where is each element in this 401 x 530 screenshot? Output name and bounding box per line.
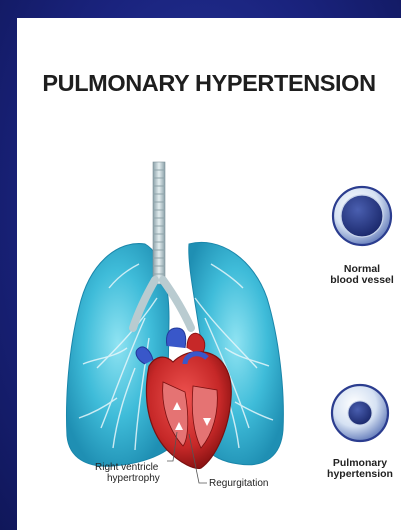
infographic-card: PULMONARY HYPERTENSION <box>17 18 401 530</box>
rv-annotation-line1: Right ventricle <box>95 462 160 473</box>
hypertension-vessel-label: Pulmonary hypertension <box>315 458 401 480</box>
normal-vessel-label-line2: blood vessel <box>317 275 401 286</box>
rv-annotation-line2: hypertrophy <box>95 473 160 484</box>
regurgitation-annotation: Regurgitation <box>209 478 268 489</box>
hypertension-vessel-icon <box>332 385 388 441</box>
hypertension-vessel-label-line2: hypertension <box>315 469 401 480</box>
rv-hypertrophy-annotation: Right ventricle hypertrophy <box>95 462 160 484</box>
normal-vessel-label: Normal blood vessel <box>317 264 401 286</box>
normal-vessel-icon <box>333 187 391 245</box>
